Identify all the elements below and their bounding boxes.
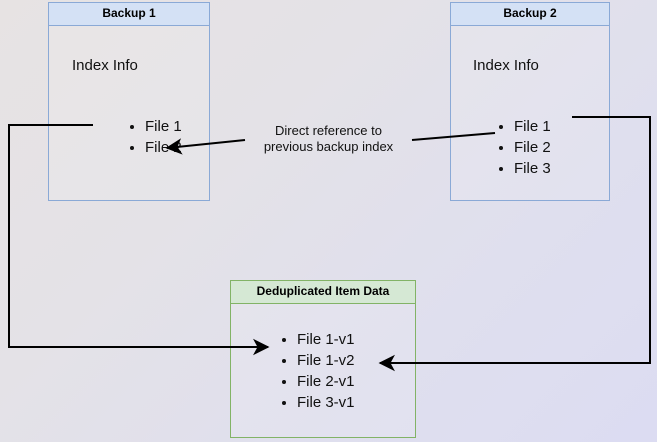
edge-label-direct-reference: Direct reference to previous backup inde…	[263, 123, 394, 154]
list-item: File 1-v2	[297, 350, 355, 371]
backup-2-index-info-label: Index Info	[473, 57, 539, 74]
list-item: File 2-v1	[297, 371, 355, 392]
list-item: File 3	[514, 158, 551, 179]
dedup-file-list: File 1-v1 File 1-v2 File 2-v1 File 3-v1	[279, 329, 355, 413]
list-item: File 1	[514, 116, 551, 137]
backup-2-file-list: File 1 File 2 File 3	[496, 116, 551, 179]
node-deduplicated-body: File 1-v1 File 1-v2 File 2-v1 File 3-v1	[231, 304, 415, 437]
backup-1-index-info-label: Index Info	[72, 57, 138, 74]
node-deduplicated-header: Deduplicated Item Data	[231, 281, 415, 304]
node-deduplicated-item-data: Deduplicated Item Data File 1-v1 File 1-…	[230, 280, 416, 438]
list-item: File 2	[514, 137, 551, 158]
node-backup-1: Backup 1 Index Info File 1 File 2	[48, 2, 210, 201]
node-backup-1-header: Backup 1	[49, 3, 209, 26]
node-backup-1-body: Index Info File 1 File 2	[49, 26, 209, 200]
backup-1-file-list: File 1 File 2	[127, 116, 182, 158]
node-backup-2: Backup 2 Index Info File 1 File 2 File 3	[450, 2, 610, 201]
list-item: File 2	[145, 137, 182, 158]
node-backup-2-header: Backup 2	[451, 3, 609, 26]
node-backup-2-body: Index Info File 1 File 2 File 3	[451, 26, 609, 200]
list-item: File 3-v1	[297, 392, 355, 413]
list-item: File 1	[145, 116, 182, 137]
list-item: File 1-v1	[297, 329, 355, 350]
